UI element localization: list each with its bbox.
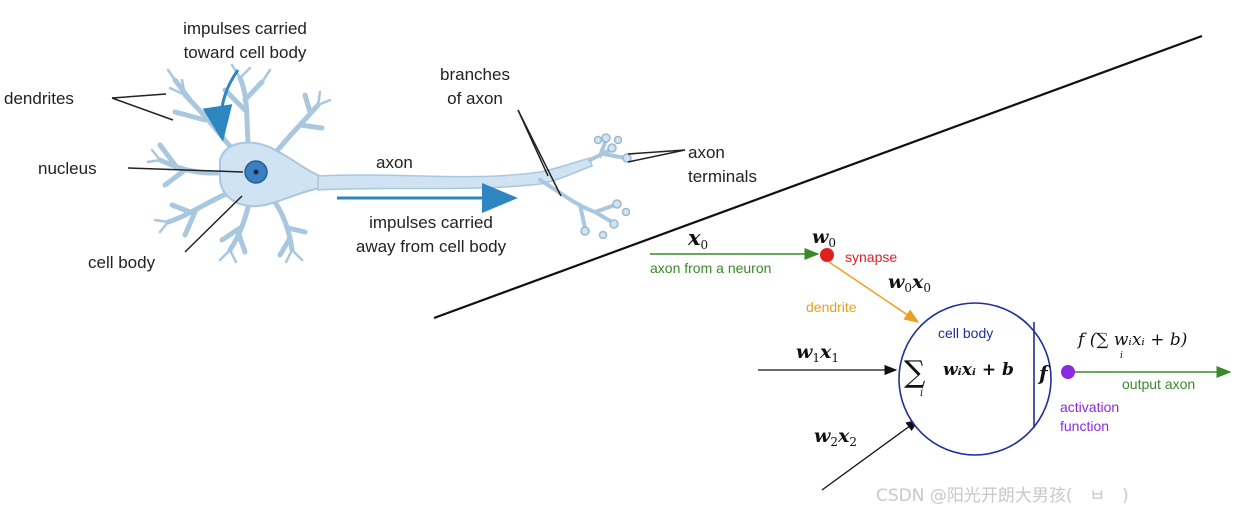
sum-symbol: ∑	[904, 355, 926, 390]
nucleus-label: nucleus	[38, 159, 97, 178]
x0-label: x0	[687, 225, 708, 252]
activation-function-label-1: activation	[1060, 399, 1119, 415]
output-axon-label: output axon	[1122, 376, 1195, 392]
axon-label: axon	[376, 153, 413, 172]
cell-body-label: cell body	[88, 253, 156, 272]
w0x0-label: w0x0	[888, 271, 931, 295]
cell-body-shape	[219, 141, 321, 208]
model-cell-body-label: cell body	[938, 325, 993, 341]
impulses-away-label-2: away from cell body	[356, 237, 507, 256]
dendrite-label: dendrite	[806, 299, 857, 315]
activation-function-label-2: function	[1060, 418, 1109, 434]
w1x1-label: w1x1	[796, 341, 839, 365]
impulses-toward-label-2: toward cell body	[184, 43, 307, 62]
diagonal-divider	[433, 34, 1203, 320]
csdn-watermark: CSDN @阳光开朗大男孩( ㅂ )	[876, 486, 1129, 506]
biological-neuron: impulses carried toward cell body dendri…	[4, 19, 757, 272]
sum-index: i	[920, 388, 923, 399]
branches-label-1: branches	[440, 65, 510, 84]
branches-label-2: of axon	[447, 89, 503, 108]
nucleolus-dot	[253, 169, 259, 175]
w0-label: w0	[812, 226, 836, 250]
w2x2-label: w2x2	[814, 425, 857, 449]
output-sum-index: i	[1120, 351, 1123, 361]
impulses-toward-label-1: impulses carried	[183, 19, 307, 38]
axon-terminals-label-1: axon	[688, 143, 725, 162]
axon-terminals-label-2: terminals	[688, 167, 757, 186]
impulses-away-label-1: impulses carried	[369, 213, 493, 232]
f-symbol: f	[1037, 361, 1051, 385]
activation-dot	[1061, 365, 1075, 379]
dendrites-label: dendrites	[4, 89, 74, 108]
axon-shape	[317, 157, 593, 191]
synapse-dot	[820, 248, 834, 262]
artificial-neuron-model: x0 w0 synapse axon from a neuron w0x0 de…	[650, 225, 1232, 491]
axon-branches	[538, 138, 627, 230]
leader-lines	[111, 93, 686, 253]
model-cell-body-circle	[898, 302, 1052, 456]
dendrite-line	[828, 261, 920, 323]
dendrite-fine-branches	[146, 63, 332, 264]
axon-from-neuron-label: axon from a neuron	[650, 260, 771, 276]
input-w2x2-arrow	[821, 419, 920, 491]
output-expression: f (∑ wᵢxᵢ + b)	[1076, 330, 1187, 350]
synapse-label: synapse	[845, 249, 897, 265]
axon-terminal-knobs	[580, 133, 632, 240]
sum-expression: wᵢxᵢ + b	[943, 360, 1014, 380]
impulse-toward-arrow	[202, 69, 240, 142]
